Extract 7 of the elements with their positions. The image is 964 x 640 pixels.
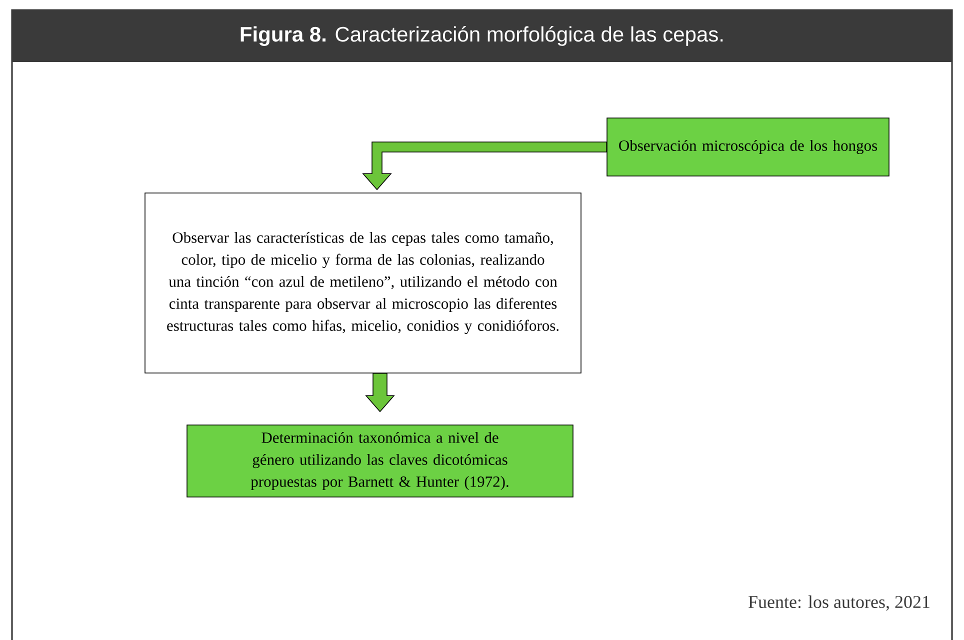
title-bar: Figura 8. Caracterización morfológica de las cepas. [12, 10, 952, 62]
process-box: Determinación taxonómica a nivel de género utilizando las claves dicotómicas propuestas por Barnett & Hunter (1972). [186, 424, 574, 498]
process-box: Observación microscópica de los hongos [606, 118, 890, 176]
block-arrow [362, 142, 607, 190]
process-box: Observar las características de las cepas tales como tamaño, color, tipo de micelio y forma de las colonias, realizando una tinción “con azul de metileno”, utilizando el método con cinta transparente para observar al microscopio las diferentes estructuras tales como hifas, micelio, conidios y conidióforos. [144, 192, 582, 374]
source-note: Fuente: los autores, 2021 [748, 595, 930, 611]
block-arrow [365, 373, 395, 412]
